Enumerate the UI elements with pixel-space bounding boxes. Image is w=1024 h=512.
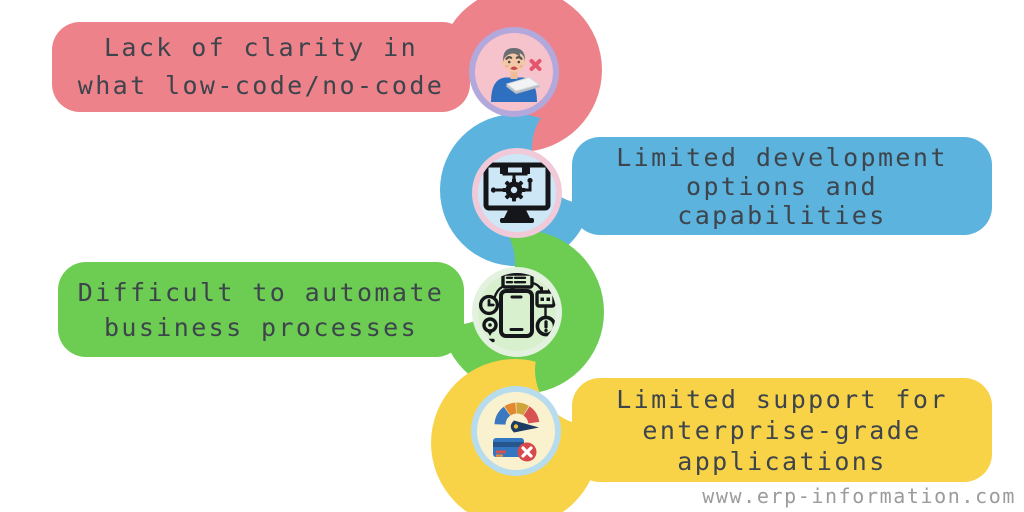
blob-3 [440,230,604,394]
card-2-text-line-3: capabilities [677,200,887,230]
card-3-text-line-1: Difficult to automate [77,277,445,307]
card-limited-support: Limited support for enterprise-grade app… [572,378,992,482]
watermark-text: www.erp-information.com [702,484,1016,508]
card-1-text-line-1: Lack of clarity in [103,33,419,62]
computer-flowchart-icon [483,162,551,223]
card-2-text-line-2: options and [686,171,878,201]
blob-2 [440,114,592,266]
card-3-text-line-2: business processes [103,312,419,342]
icon-badge-3 [472,267,562,357]
card-4-text-line-3: applications [677,446,887,476]
confused-user-icon [491,47,542,102]
card-difficult-automate: Difficult to automate business processes [58,262,464,357]
card-4-text-line-2: enterprise-grade [642,415,922,445]
card-limited-development: Limited development options and capabili… [572,137,992,235]
icon-badge-1 [469,27,559,117]
performance-gauge-icon [493,402,540,462]
card-4-text-line-1: Limited support for [616,384,948,414]
mobile-automation-icon [478,273,556,343]
card-1-text-line-2: what low-code/no-code [77,71,445,100]
card-lack-of-clarity: Lack of clarity in what low-code/no-code [52,22,470,112]
card-2-text-line-1: Limited development [616,142,948,172]
icon-badge-2 [472,148,562,238]
icon-badge-4 [471,386,561,476]
